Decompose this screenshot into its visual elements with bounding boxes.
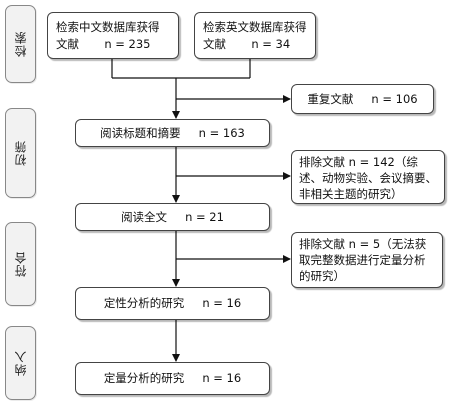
box-quantitative: 定量分析的研究 n = 16 — [75, 362, 270, 395]
box-quantitative-label: 定量分析的研究 — [103, 371, 185, 385]
stage-screening: 初筛 — [5, 108, 36, 198]
stage-eligibility: 符合 — [5, 222, 36, 306]
box-full-text: 阅读全文 n = 21 — [75, 203, 270, 231]
box-title-abstract-label: 阅读标题和摘要 — [100, 125, 181, 140]
box-chinese-search-line1: 检索中文数据库获得 — [56, 20, 160, 34]
box-english-search-count: n = 34 — [251, 37, 291, 51]
box-qualitative-count: n = 16 — [202, 296, 242, 310]
stage-label-eligibility: 符合 — [14, 251, 28, 277]
box-full-text-count: n = 21 — [185, 209, 224, 224]
box-duplicates-label: 重复文献 — [307, 91, 354, 106]
box-title-abstract: 阅读标题和摘要 n = 163 — [75, 119, 270, 147]
box-duplicates: 重复文献 n = 106 — [291, 84, 434, 114]
box-full-text-label: 阅读全文 — [121, 209, 168, 224]
box-english-search-line2-row: 文献 n = 34 — [203, 36, 307, 53]
box-chinese-search: 检索中文数据库获得 文献 n = 235 — [47, 12, 179, 59]
box-title-abstract-count: n = 163 — [198, 125, 245, 140]
stage-label-search: 检索 — [14, 31, 28, 57]
box-duplicates-count: n = 106 — [371, 91, 418, 106]
stage-label-screening: 初筛 — [14, 140, 28, 166]
stage-included: 纳入 — [5, 326, 36, 400]
box-quantitative-count: n = 16 — [202, 371, 242, 385]
box-exclude-first-text: 排除文献 n = 142（综述、动物实验、会议摘要、非相关主题的研究） — [299, 155, 437, 201]
stage-label-included: 纳入 — [14, 350, 28, 376]
box-chinese-search-line2-row: 文献 n = 235 — [56, 36, 170, 53]
box-exclude-second: 排除文献 n = 5（无法获取完整数据进行定量分析的研究） — [291, 232, 443, 288]
box-english-search-line1: 检索英文数据库获得 — [203, 20, 307, 34]
box-chinese-search-line2: 文献 — [56, 37, 79, 51]
box-chinese-search-count: n = 235 — [104, 37, 151, 51]
box-exclude-second-text: 排除文献 n = 5（无法获取完整数据进行定量分析的研究） — [299, 237, 427, 283]
box-exclude-first: 排除文献 n = 142（综述、动物实验、会议摘要、非相关主题的研究） — [291, 150, 445, 204]
box-english-search-line2: 文献 — [203, 37, 226, 51]
box-qualitative-label: 定性分析的研究 — [103, 296, 185, 310]
box-qualitative: 定性分析的研究 n = 16 — [75, 287, 270, 320]
stage-search: 检索 — [5, 5, 36, 83]
box-english-search: 检索英文数据库获得 文献 n = 34 — [194, 12, 316, 59]
